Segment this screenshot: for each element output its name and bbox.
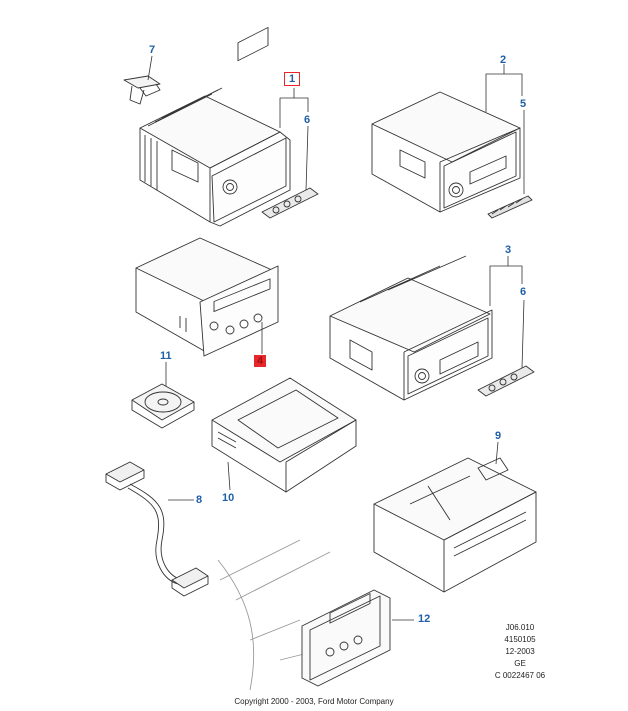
reference-line-3: 12-2003	[505, 647, 535, 656]
part-1-radio-unit	[139, 26, 291, 227]
callout-6-top: 6	[304, 114, 311, 126]
part-6-trim-a	[261, 187, 319, 219]
part-9-nav-unit	[373, 457, 537, 593]
part-8-harness	[105, 461, 209, 597]
part-2-radio-unit	[371, 91, 521, 213]
callout-11: 11	[160, 350, 172, 362]
part-10-cd-changer	[211, 377, 357, 493]
part-4-cassette-radio	[135, 237, 279, 357]
callout-4: 4	[254, 355, 267, 367]
callout-12: 12	[418, 613, 431, 625]
part-12-control-panel	[217, 539, 391, 691]
leader-lines	[147, 55, 525, 621]
callout-3: 3	[505, 244, 512, 256]
callout-1: 1	[284, 72, 301, 86]
reference-line-1: J06.010	[505, 623, 535, 632]
copyright-text: Copyright 2000 - 2003, Ford Motor Compan…	[234, 697, 394, 706]
callout-2: 2	[500, 54, 507, 66]
reference-block: J06.010 4150105 12-2003 GE C 0022467 06	[480, 622, 560, 682]
reference-line-4: GE	[514, 659, 526, 668]
part-3-radio-unit	[329, 255, 493, 401]
part-11-cd-holder	[131, 383, 195, 429]
callout-8: 8	[196, 494, 203, 506]
part-5-strip	[487, 195, 533, 219]
reference-line-5: C 0022467 06	[494, 671, 546, 680]
reference-line-2: 4150105	[504, 635, 536, 644]
part-7-clip	[123, 75, 161, 105]
callout-7: 7	[149, 44, 156, 56]
part-6-trim-b	[477, 365, 535, 397]
callout-10: 10	[222, 492, 235, 504]
callout-9: 9	[495, 430, 502, 442]
callout-5: 5	[520, 98, 527, 110]
callout-6-middle: 6	[520, 286, 527, 298]
